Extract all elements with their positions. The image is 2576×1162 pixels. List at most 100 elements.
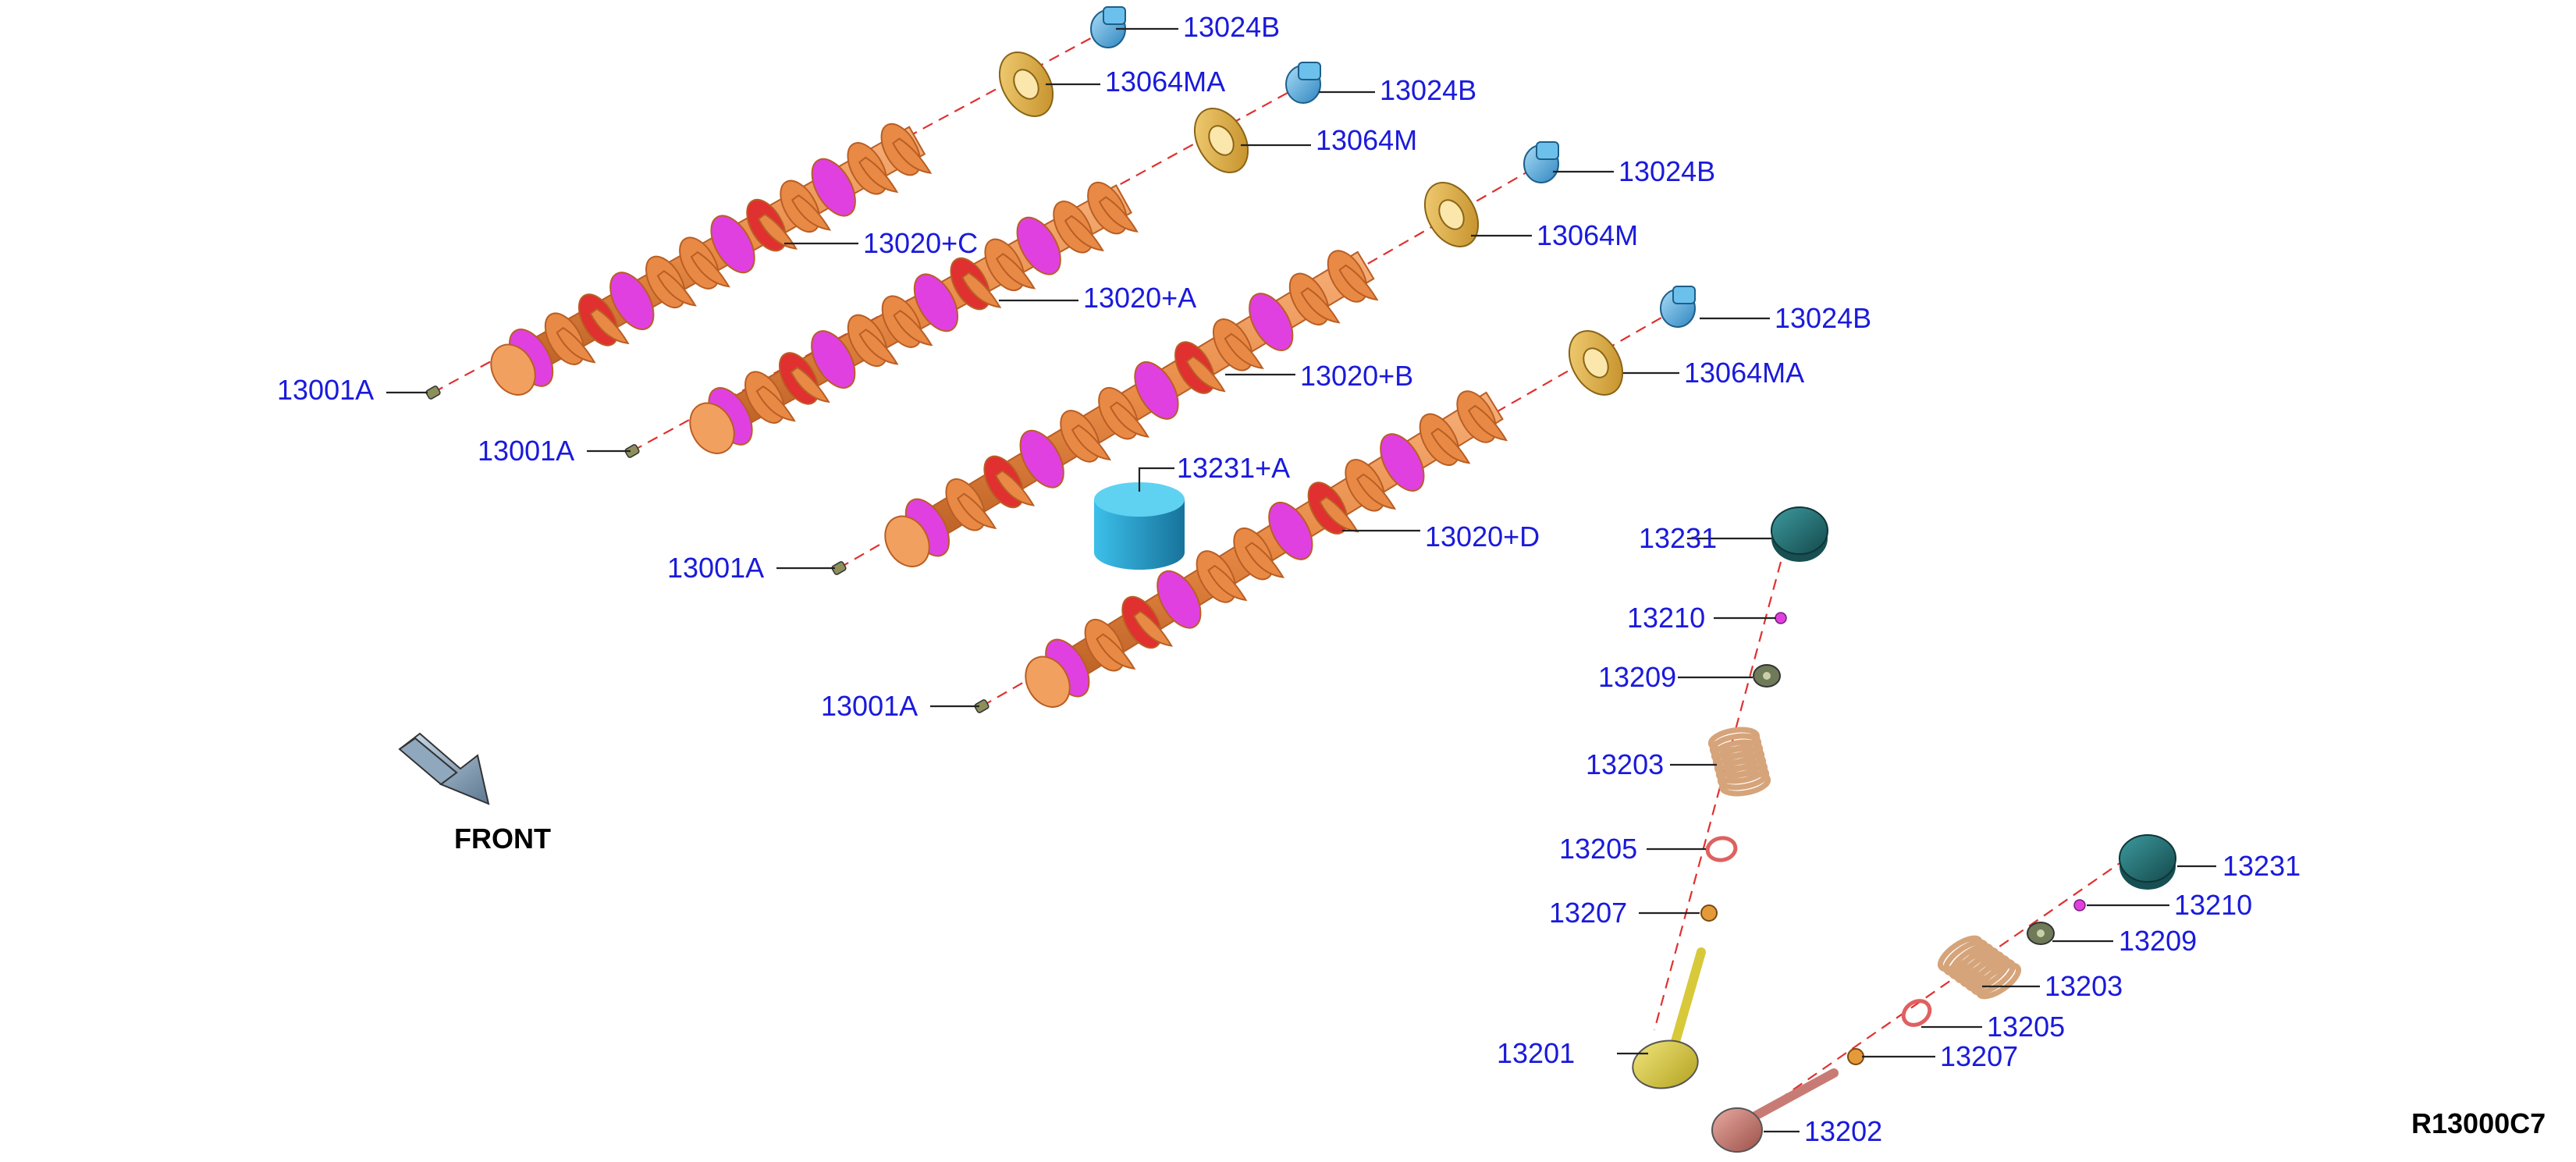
spring-coil <box>1717 764 1770 791</box>
cam-lobe-nose <box>858 329 899 365</box>
cam-lobe-nose <box>1098 196 1139 233</box>
cam-lobe-nose <box>791 194 832 231</box>
camshaft-flange <box>884 515 930 567</box>
label-shaft: 13020+D <box>1425 521 1540 553</box>
camshaft-journal <box>710 215 755 274</box>
cam-lobe-nose <box>1300 287 1341 324</box>
valve-stem <box>1667 947 1706 1060</box>
cam-lobe-nose <box>1338 264 1379 301</box>
cam-lobe-nose <box>1224 332 1264 370</box>
bolt-head <box>1298 62 1321 80</box>
camshaft-journal <box>1016 216 1061 275</box>
label-bolt: 13024B <box>1775 302 1871 334</box>
cam-lobe-nose <box>690 251 730 288</box>
cam-lobe-nose <box>1132 610 1174 647</box>
lifter <box>1771 506 1828 555</box>
camshaft-journal <box>1134 361 1179 420</box>
label-valve: 13201 <box>1497 1037 1575 1069</box>
front-label: FRONT <box>454 823 551 855</box>
camshaft-flange <box>1025 656 1071 708</box>
bolt-head <box>1536 141 1559 160</box>
label-shaft: 13020+B <box>1300 360 1413 392</box>
label-sprocket: 13064MA <box>1684 357 1804 389</box>
label-shaft: 13020+C <box>863 227 978 259</box>
label-plug: 13001A <box>277 374 374 406</box>
retainer-hole <box>1763 672 1771 680</box>
label-seal: 13205 <box>1559 833 1637 865</box>
cam-lobe-nose <box>656 270 697 307</box>
cam-lobe-nose <box>1356 473 1397 510</box>
label-lifter: 13231 <box>1639 522 1717 554</box>
diagram-code: R13000C7 <box>2411 1107 2546 1139</box>
spring-coil <box>1718 770 1771 797</box>
camshaft-journal <box>1380 433 1425 492</box>
keeper <box>2073 899 2086 911</box>
valve-head <box>1632 1039 1699 1089</box>
bolt-head <box>1672 286 1696 304</box>
label-keeper: 13210 <box>2174 889 2252 921</box>
camshaft-flange <box>689 402 735 454</box>
label-plug: 13001A <box>821 690 918 722</box>
cam-lobe-nose <box>589 307 630 345</box>
label-seal: 13205 <box>1987 1011 2065 1043</box>
tappet-small: 13231+A <box>1094 452 1290 570</box>
cam-lobe-nose <box>1064 215 1105 252</box>
label-valve: 13202 <box>1804 1115 1882 1147</box>
label-seat: 13207 <box>1940 1040 2018 1072</box>
cam-lobe-nose <box>790 366 830 403</box>
retainer-hole <box>2037 929 2045 937</box>
cam-lobe-nose <box>1096 633 1136 670</box>
cam-lobe-nose <box>755 385 796 422</box>
camshaft-assembly-4: 13024B 13064MA 13020+D 13001A <box>821 286 1871 722</box>
label-bolt: 13024B <box>1380 74 1476 106</box>
spring-seat <box>1700 904 1718 922</box>
cam-lobe-nose <box>1207 564 1248 602</box>
spring-coil <box>1975 962 2022 1000</box>
label-retainer: 13209 <box>2119 925 2197 957</box>
camshaft-journal <box>1249 293 1294 351</box>
spring-seat <box>1847 1048 1864 1065</box>
cam-lobe-nose <box>757 213 798 250</box>
label-lifter: 13231 <box>2222 850 2301 882</box>
plug <box>624 444 640 458</box>
sprocket-hub <box>1438 199 1465 230</box>
sprocket-hub <box>1013 69 1039 100</box>
front-arrow-icon <box>398 732 490 805</box>
camshaft-journal <box>1019 429 1064 489</box>
cam-lobe-nose <box>892 137 933 174</box>
camshaft-journal <box>811 330 856 389</box>
cam-lobe-nose <box>994 470 1036 506</box>
keeper <box>1775 612 1787 624</box>
label-seat: 13207 <box>1549 897 1627 929</box>
cam-lobe-nose <box>995 253 1036 290</box>
lifter <box>2119 834 2176 883</box>
cam-lobe-nose <box>961 272 1002 308</box>
plug <box>974 699 990 713</box>
camshaft-journal <box>811 158 856 217</box>
camshaft-journal <box>1157 570 1202 629</box>
label-bolt: 13024B <box>1618 155 1715 187</box>
cam-lobe-nose <box>1244 542 1285 578</box>
valve-stem <box>1743 1068 1839 1125</box>
cam-lobe-nose <box>1109 401 1149 438</box>
cam-lobe-nose <box>556 326 596 364</box>
label-bolt: 13024B <box>1183 11 1280 43</box>
axis-line <box>1743 858 2127 1125</box>
label-sprocket: 13064M <box>1537 219 1638 251</box>
label-retainer: 13209 <box>1598 661 1676 693</box>
valve-seal <box>1705 836 1738 862</box>
cam-lobe-nose <box>893 309 933 346</box>
valve-seal <box>1901 999 1932 1027</box>
cam-lobe-nose <box>957 492 997 529</box>
sprocket-hub <box>1208 125 1235 156</box>
label-plug: 13001A <box>478 435 574 467</box>
label-spring: 13203 <box>2045 970 2123 1002</box>
valve-head <box>1711 1107 1763 1153</box>
cam-lobe-nose <box>858 156 899 194</box>
